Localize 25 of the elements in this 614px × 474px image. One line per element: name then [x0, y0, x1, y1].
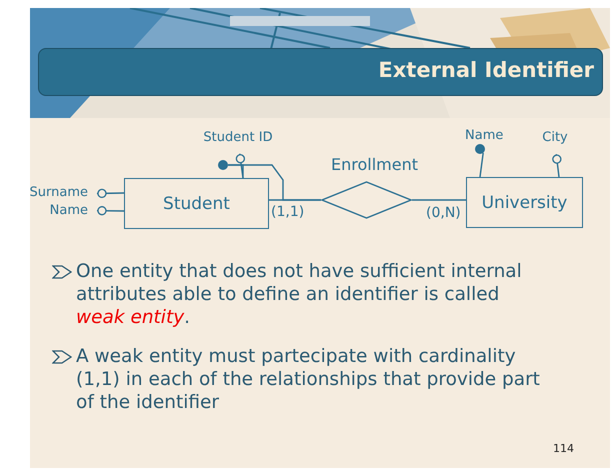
connector-line	[479, 152, 484, 178]
entity-name: Student	[163, 194, 230, 214]
page-number: 114	[553, 442, 574, 455]
entity-name: University	[482, 192, 568, 212]
entity-box	[466, 177, 583, 228]
attribute-connector	[96, 188, 124, 198]
bullet-text: One entity that does not have sufficient internal attributes able to define an identifier is called weak entity.	[76, 260, 523, 329]
cardinality-label: (0,N)	[426, 205, 461, 221]
slide-title: External Identifier	[38, 48, 603, 96]
bullet-text: A weak entity must partecipate with cardinality (1,1) in each of the relationships that provide part of the identifier	[76, 345, 541, 414]
attribute-label: Name	[465, 128, 504, 143]
connector-line	[269, 199, 321, 201]
identifier-dot	[218, 160, 228, 170]
attribute-connector	[236, 154, 246, 178]
attribute-label: Student ID	[200, 130, 276, 145]
attribute-connector	[552, 154, 562, 178]
attribute-connector	[96, 206, 124, 216]
entity-box	[124, 178, 269, 229]
relationship-name: Enrollment	[331, 155, 418, 174]
attribute-label: Surname	[22, 185, 88, 200]
identifier-dot	[475, 144, 485, 154]
attribute-label: City	[539, 130, 571, 145]
cardinality-label: (1,1)	[271, 204, 304, 220]
connector-line	[412, 199, 466, 201]
attribute-label: Name	[44, 203, 88, 218]
